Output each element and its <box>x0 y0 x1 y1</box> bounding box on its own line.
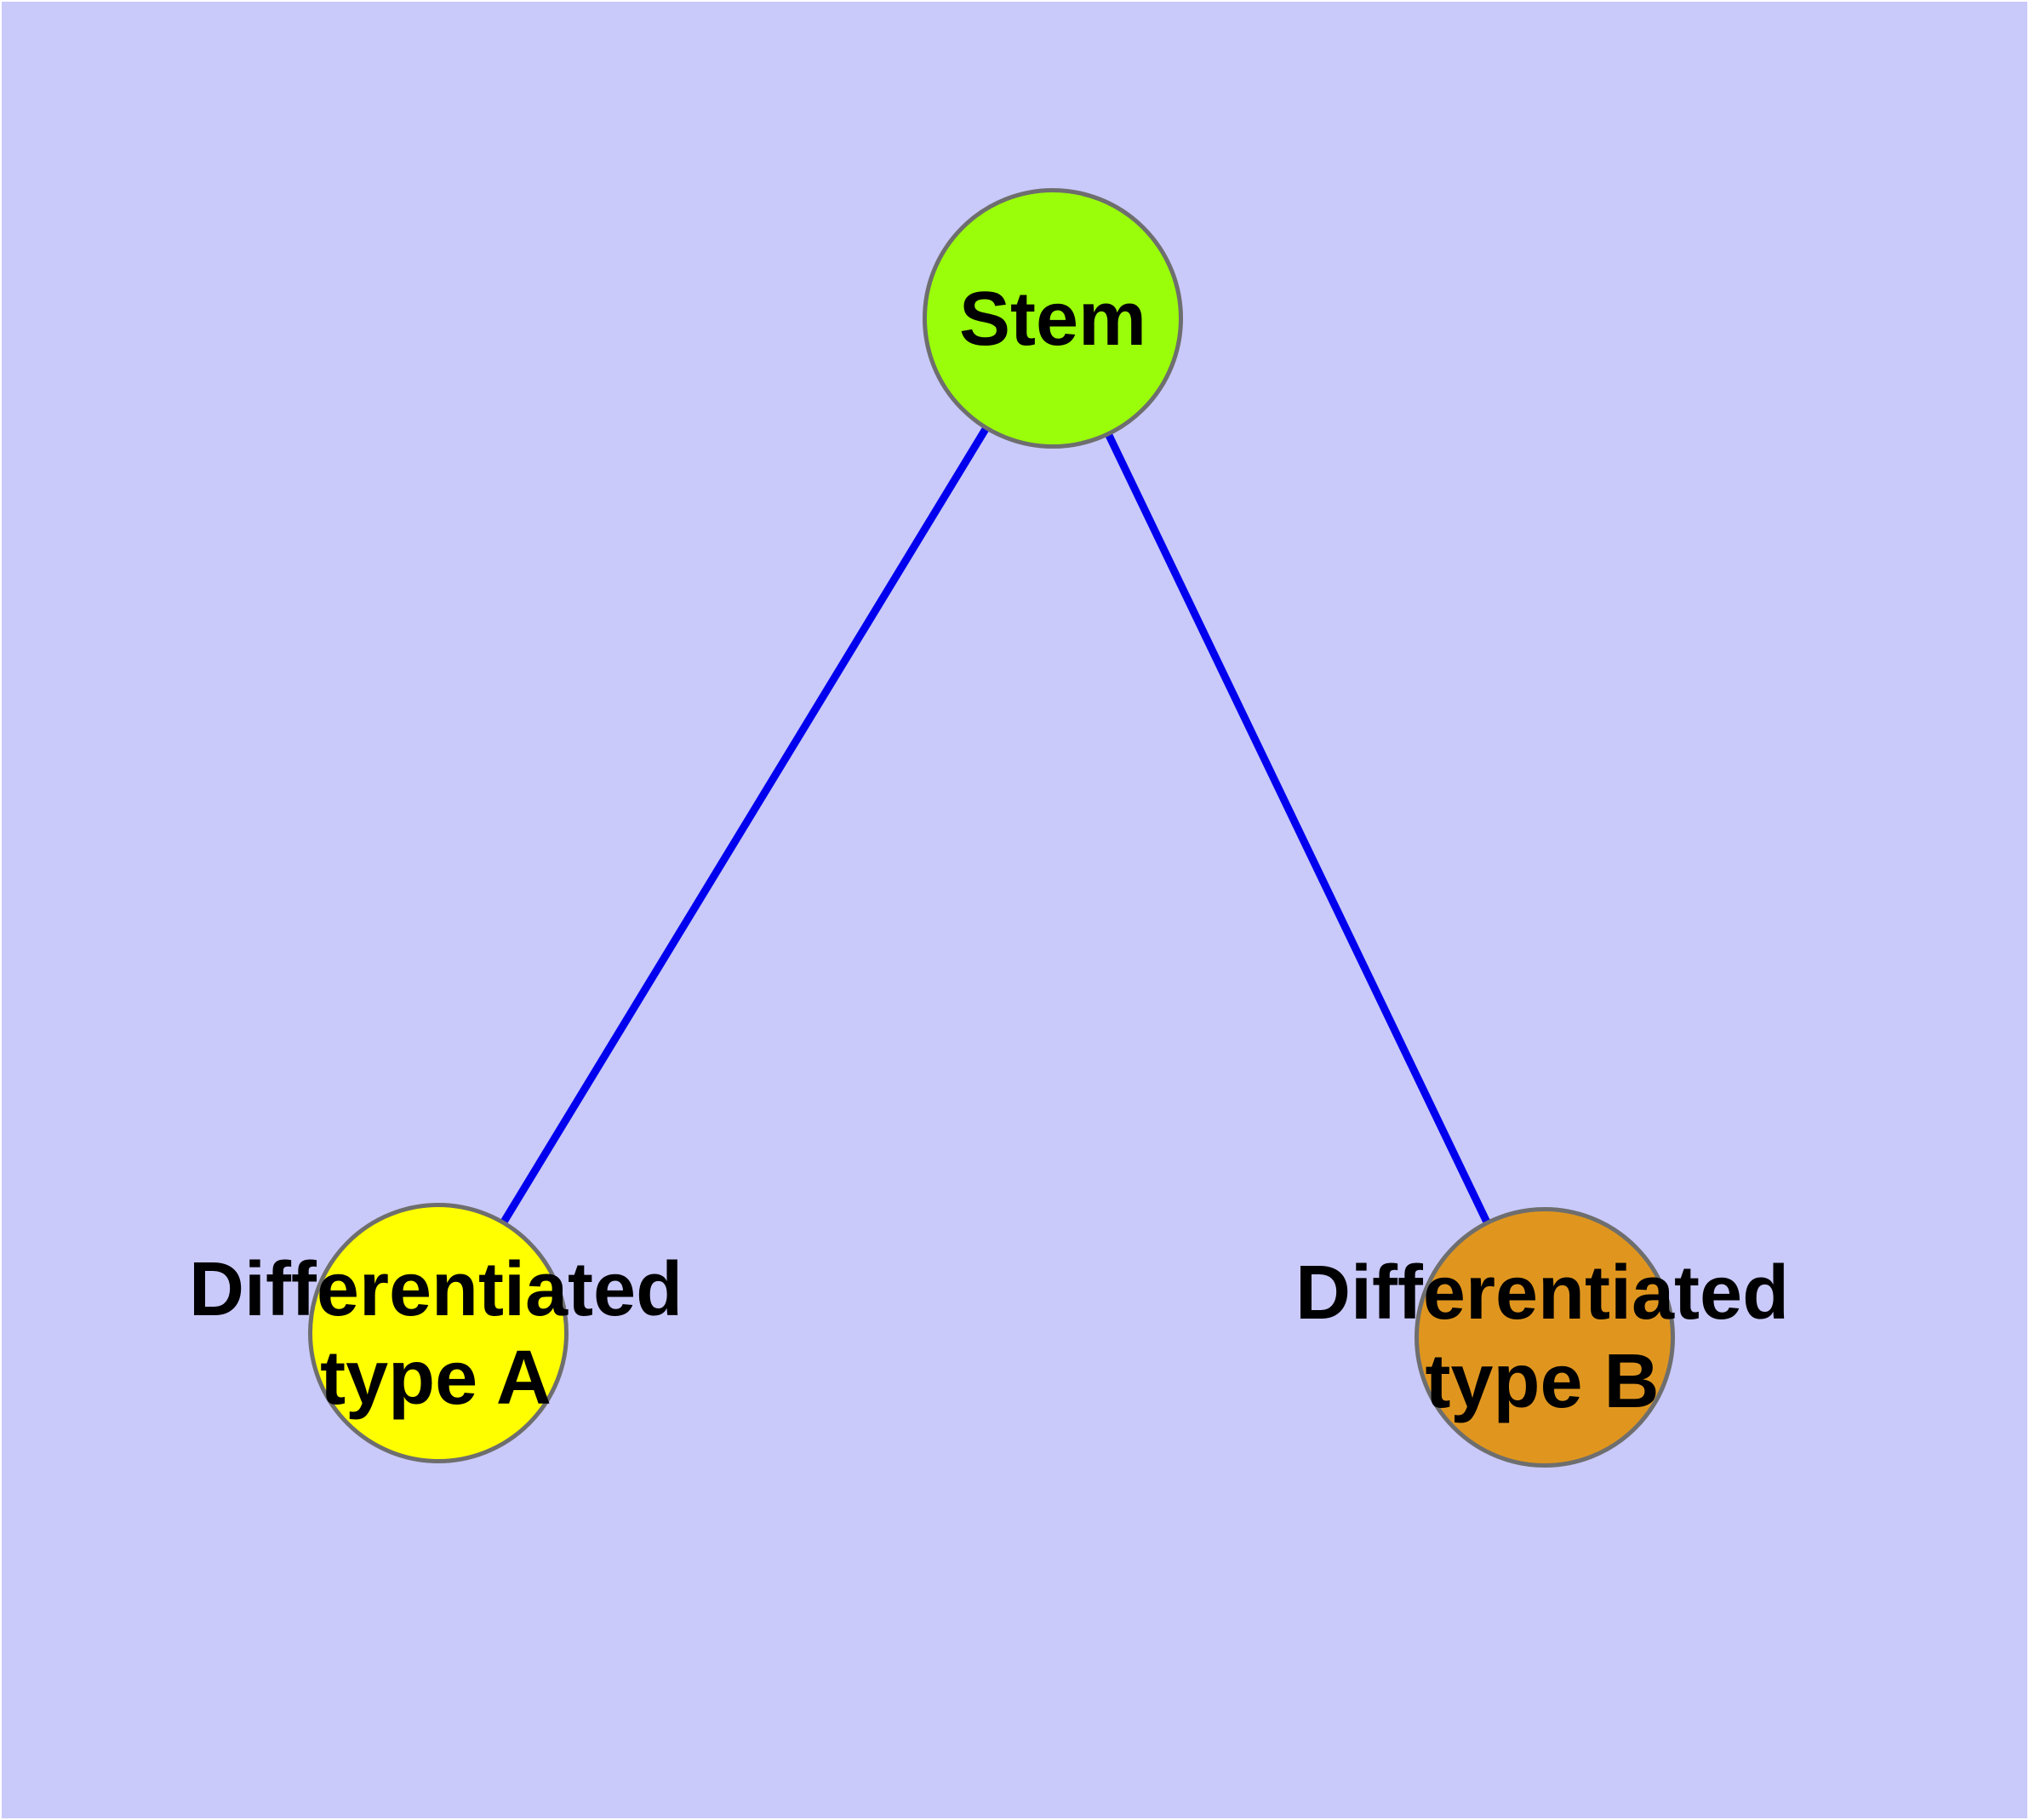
node-label-line: Stem <box>958 277 1147 362</box>
node-label-differentiated-type-a: Differentiated type A <box>189 1245 683 1422</box>
node-differentiated-type-b <box>1415 1207 1675 1468</box>
node-label-line: Differentiated <box>1295 1251 1790 1336</box>
node-stem <box>923 188 1183 449</box>
node-label-differentiated-type-b: Differentiated type B <box>1295 1249 1789 1426</box>
edge-stem-to-type-b <box>1049 317 1546 1339</box>
node-label-line: type B <box>1425 1339 1660 1424</box>
node-label-line: Differentiated <box>188 1247 683 1332</box>
node-differentiated-type-a <box>308 1203 569 1463</box>
node-label-line: type A <box>320 1336 552 1421</box>
edge-stem-to-type-a <box>432 316 1056 1336</box>
node-label-stem: Stem <box>959 275 1146 363</box>
